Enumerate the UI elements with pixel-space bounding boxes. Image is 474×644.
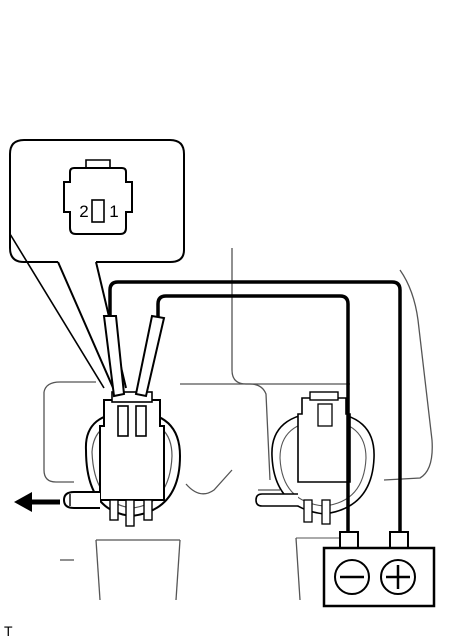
- connector-callout: 2 1: [9, 139, 185, 391]
- connector-icon: 2 1: [63, 159, 133, 235]
- battery-icon: [322, 531, 436, 608]
- washer-pump-right: [255, 391, 375, 539]
- connector-pin-1-label: 1: [109, 202, 118, 221]
- corner-code: T: [4, 623, 13, 639]
- probe-right: [134, 314, 166, 398]
- washer-pump-left: [62, 391, 182, 541]
- washer-tank-outline: [43, 248, 433, 601]
- test-leads: [108, 280, 402, 534]
- arrow-left-icon: [14, 492, 60, 512]
- connector-pin-2-label: 2: [79, 202, 88, 221]
- probe-left: [102, 315, 126, 398]
